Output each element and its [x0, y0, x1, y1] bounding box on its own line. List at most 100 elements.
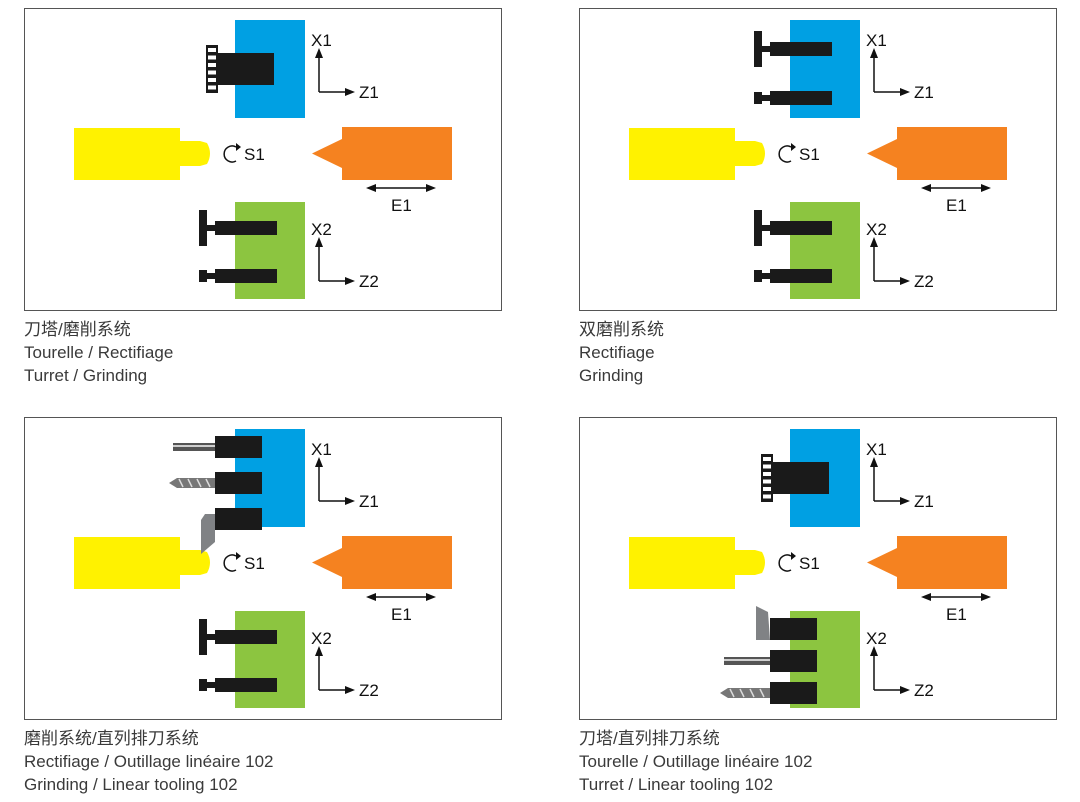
p2-top-grind-1-bar [770, 42, 832, 56]
p2-top-grind-2-wheel [754, 92, 762, 104]
p4-bottom-linear-holder [770, 682, 817, 704]
caption-4-fr: Tourelle / Outillage linéaire 102 [579, 752, 813, 771]
caption-2: 双磨削系统 Rectifiage Grinding [579, 318, 664, 387]
p2-bottom-z-arrow-icon [900, 277, 910, 285]
caption-2-fr: Rectifiage [579, 343, 655, 362]
p2-top-grind-1-neck [762, 46, 772, 52]
p3-tailstock [342, 536, 452, 589]
p4-s1-label: S1 [799, 554, 820, 573]
p3-top-linear-holder [215, 508, 262, 530]
p3-top-linear-insert [201, 514, 215, 554]
p3-bottom-grind-2-bar [215, 678, 277, 692]
p4-tailstock [897, 536, 1007, 589]
caption-4-en: Turret / Linear tooling 102 [579, 775, 774, 794]
p1-rotation-arrow-icon [236, 143, 241, 151]
p4-bottom-x-label: X2 [866, 629, 887, 648]
p1-bottom-z-arrow-icon [345, 277, 355, 285]
p2-bottom-grind-1-bar [770, 221, 832, 235]
p4-e1-left-arrow-icon [921, 593, 931, 601]
p1-top-turret-disc-slot [208, 55, 216, 60]
p3-top-z-arrow-icon [345, 497, 355, 505]
p1-bottom-grind-1-neck [207, 225, 217, 231]
p3-top-linear-drill-flute [178, 478, 184, 488]
caption-3: 磨削系统/直列排刀系统 Rectifiage / Outillage linéa… [24, 727, 273, 796]
p2-top-grind-1-wheel [754, 31, 762, 67]
p3-tailstock-center [312, 548, 342, 577]
p1-top-turret-block [218, 53, 274, 85]
p4-top-turret-disc-slot [763, 494, 771, 499]
p2-spindle-tip [755, 141, 765, 166]
p3-bottom-x-label: X2 [311, 629, 332, 648]
p4-top-z-label: Z1 [914, 492, 934, 511]
p2-top-x-label: X1 [866, 31, 887, 50]
p2-bottom-grind-1-wheel [754, 210, 762, 246]
p3-top-z-label: Z1 [359, 492, 379, 511]
p4-rotation-icon [778, 554, 792, 572]
p2-rotation-icon [778, 145, 792, 163]
p1-top-turret-disc-slot [208, 48, 216, 52]
p2-e1-label: E1 [946, 196, 967, 215]
p4-bottom-linear-drill-flute [739, 688, 745, 698]
p4-bottom-linear-drill-flute [729, 688, 735, 698]
p2-bottom-x-arrow-icon [870, 237, 878, 247]
p1-s1-label: S1 [244, 145, 265, 164]
caption-4: 刀塔/直列排刀系统 Tourelle / Outillage linéaire … [579, 727, 812, 796]
p1-bottom-grind-1-wheel [199, 210, 207, 246]
p3-top-linear-drill-flute [187, 478, 193, 488]
p1-bottom-grind-2-neck [207, 273, 217, 279]
p2-top-x-arrow-icon [870, 48, 878, 58]
p2-bottom-x-label: X2 [866, 220, 887, 239]
p1-bottom-grind-2-wheel [199, 270, 207, 282]
p4-e1-right-arrow-icon [981, 593, 991, 601]
p2-rotation-arrow-icon [791, 143, 796, 151]
caption-4-zh: 刀塔/直列排刀系统 [579, 729, 720, 748]
p3-rotation-icon [223, 554, 237, 572]
p3-bottom-z-label: Z2 [359, 681, 379, 700]
caption-3-zh: 磨削系统/直列排刀系统 [24, 729, 199, 748]
p2-bottom-grind-1-neck [762, 225, 772, 231]
p4-bottom-z-arrow-icon [900, 686, 910, 694]
p4-bottom-x-arrow-icon [870, 646, 878, 656]
p2-e1-left-arrow-icon [921, 184, 931, 192]
p2-tailstock [897, 127, 1007, 180]
p3-bottom-x-arrow-icon [315, 646, 323, 656]
p1-bottom-grind-2-bar [215, 269, 277, 283]
p2-bottom-grind-2-bar [770, 269, 832, 283]
p2-bottom-z-label: Z2 [914, 272, 934, 291]
p3-top-x-label: X1 [311, 440, 332, 459]
p2-s1-label: S1 [799, 145, 820, 164]
p4-bottom-linear-holder [770, 650, 817, 672]
p4-bottom-z-label: Z2 [914, 681, 934, 700]
p1-bottom-z-label: Z2 [359, 272, 379, 291]
p2-bottom-grind-2-neck [762, 273, 772, 279]
p1-bottom-slide [235, 202, 305, 299]
p3-spindle-tip [200, 550, 210, 575]
caption-2-zh: 双磨削系统 [579, 320, 664, 339]
p4-top-x-arrow-icon [870, 457, 878, 467]
p4-bottom-linear-drill-flute [749, 688, 755, 698]
caption-1-en: Turret / Grinding [24, 366, 148, 385]
p2-bottom-slide [790, 202, 860, 299]
p1-top-z-label: Z1 [359, 83, 379, 102]
p4-bottom-linear-reamer-shine [724, 659, 770, 661]
p2-top-z-label: Z1 [914, 83, 934, 102]
p4-rotation-arrow-icon [791, 552, 796, 560]
p1-bottom-x-label: X2 [311, 220, 332, 239]
p1-tailstock-center [312, 139, 342, 168]
p4-top-turret-disc-slot [763, 487, 771, 491]
p3-bottom-grind-2-neck [207, 682, 217, 688]
p3-top-linear-holder [215, 436, 262, 458]
p1-top-z-arrow-icon [345, 88, 355, 96]
p2-spindle-nose [735, 141, 755, 166]
p3-e1-right-arrow-icon [426, 593, 436, 601]
p3-bottom-z-arrow-icon [345, 686, 355, 694]
p2-tailstock-center [867, 139, 897, 168]
p1-e1-label: E1 [391, 196, 412, 215]
p3-bottom-grind-1-bar [215, 630, 277, 644]
p4-top-x-label: X1 [866, 440, 887, 459]
